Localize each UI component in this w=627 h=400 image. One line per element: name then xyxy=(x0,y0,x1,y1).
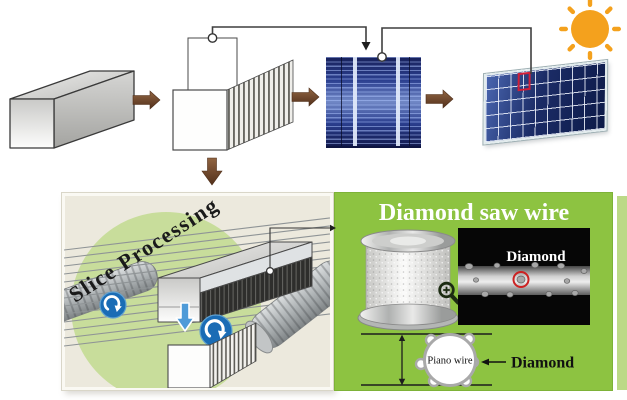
circuit-node xyxy=(207,33,218,43)
diamond-saw-wire-panel xyxy=(335,193,612,390)
wire-arrowhead-down xyxy=(361,42,371,51)
highlighted-cell-marker xyxy=(517,71,531,92)
circuit-wire-left xyxy=(211,26,367,43)
flow-arrow-down xyxy=(201,157,223,186)
cell-cut-line xyxy=(341,57,343,146)
silicon-ingot xyxy=(9,70,135,149)
cell-busbar xyxy=(395,57,400,146)
solar-panel-module xyxy=(483,59,608,145)
cell-busbar xyxy=(352,57,357,146)
slice-processing-panel xyxy=(62,193,333,390)
flow-arrow-2 xyxy=(291,87,320,107)
solar-cell xyxy=(326,57,421,148)
flow-arrow-1 xyxy=(132,90,161,110)
sliced-wafer-stack-top xyxy=(172,37,294,151)
flow-arrow-3 xyxy=(425,89,454,109)
sun-icon xyxy=(559,0,621,60)
panel-edge-strip xyxy=(617,196,627,390)
cell-cut-line xyxy=(409,57,411,146)
